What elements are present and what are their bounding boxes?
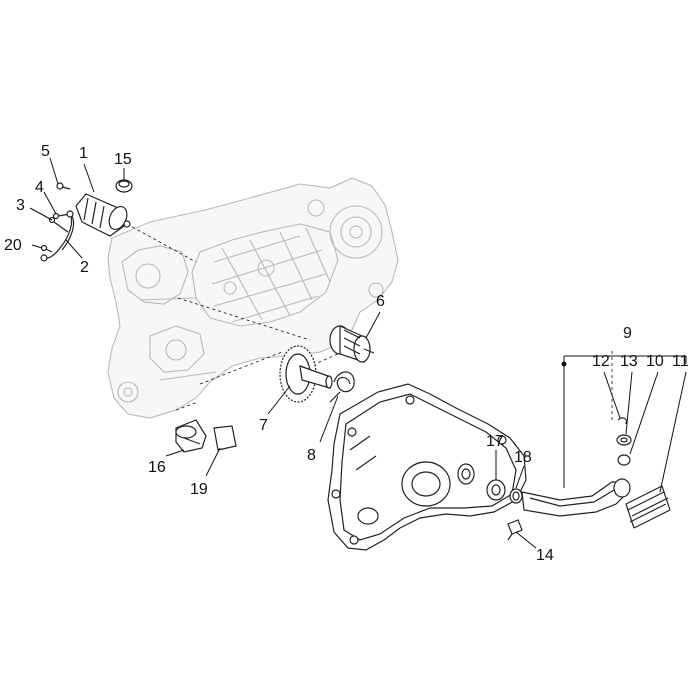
callout-13: 13 [620,353,638,370]
callout-19: 19 [190,481,208,498]
callout-5: 5 [41,143,50,160]
starter-motor [75,193,131,237]
washer-part-17 [486,479,506,501]
washer-part-13 [616,434,632,446]
kickstart-lever [521,478,631,517]
pinion-gear [329,325,375,363]
starter-cable [40,210,75,262]
screw-part-20 [40,244,53,253]
callout-10: 10 [646,353,664,370]
callout-11: 11 [672,353,689,370]
washer-part-18 [509,488,523,504]
callout-12: 12 [592,353,610,370]
bolt-part-14 [507,519,523,541]
starter-gear [279,345,333,403]
bendix-part [175,419,207,453]
callout-3: 3 [16,197,25,214]
callout-7: 7 [259,417,268,434]
transmission-cover [327,383,527,551]
callout-15: 15 [114,151,132,168]
cap-part [115,179,133,193]
callout-2: 2 [80,259,89,276]
leader-lines [29,157,687,549]
callout-14: 14 [536,547,554,564]
callout-18: 18 [514,449,532,466]
screw-part-5 [56,182,71,190]
callout-17: 17 [486,433,504,450]
crankcase-ghost [107,177,399,419]
bolt-part-3 [48,216,69,233]
callout-16: 16 [148,459,166,476]
bushing-part-10 [617,454,631,466]
lever-spring [625,485,671,529]
callout-4: 4 [35,179,44,196]
plate-part [213,425,237,451]
callout-8: 8 [307,447,316,464]
callout-9: 9 [623,325,632,342]
callout-6: 6 [376,293,385,310]
clip-part-12 [617,417,627,425]
callout-labels: 1 2 3 4 5 6 7 8 9 10 11 12 13 14 15 16 1… [4,143,689,564]
callout-20: 20 [4,237,22,254]
coil-spring [329,371,355,403]
callout-1: 1 [79,145,88,162]
